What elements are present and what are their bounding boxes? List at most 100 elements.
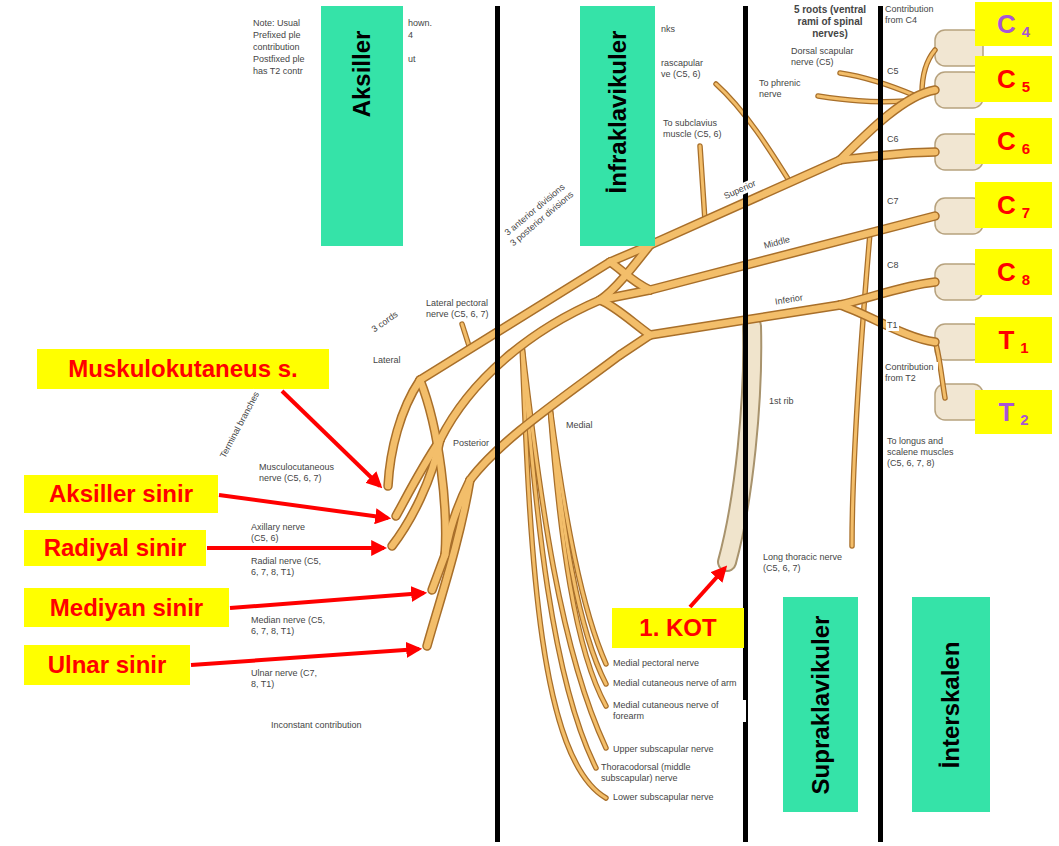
- anatomy-label: ut: [407, 54, 417, 65]
- first-rib: [727, 326, 752, 562]
- anatomy-label: To phrenic nerve: [758, 78, 810, 100]
- pointer-arrow: [219, 495, 388, 518]
- anatomy-label: hown.: [407, 18, 433, 29]
- region-band: Aksiller: [321, 6, 403, 246]
- anatomy-label: Posterior: [452, 438, 490, 449]
- nerve-label-box: Ulnar sinir: [24, 645, 190, 685]
- root-level-box: T1: [975, 317, 1052, 363]
- anatomy-label: Long thoracic nerve (C5, 6, 7): [762, 552, 854, 574]
- node-text: İnterskalen: [937, 641, 965, 768]
- node-text: T: [998, 325, 1014, 356]
- divider-line: [878, 6, 883, 842]
- root-number: 4: [1022, 23, 1030, 40]
- root-level-box: C7: [975, 182, 1052, 228]
- anatomy-label: Axillary nerve (C5, 6): [250, 522, 322, 544]
- node-text: 1. KOT: [639, 614, 716, 642]
- anatomy-label: rascapular: [660, 58, 704, 69]
- anatomy-label: Median nerve (C5, 6, 7, 8, T1): [250, 615, 327, 637]
- node-text: Mediyan sinir: [50, 594, 203, 622]
- node-text: C: [997, 126, 1016, 157]
- nerve-label-box: Mediyan sinir: [24, 588, 229, 627]
- root-number: 6: [1022, 140, 1030, 157]
- pointer-arrow: [191, 649, 419, 665]
- anatomy-label: Contribution from T2: [884, 362, 938, 384]
- nerve-outline: [388, 90, 935, 646]
- node-text: C: [997, 64, 1016, 95]
- anatomy-label: Medial cutaneous nerve of forearm: [612, 700, 746, 722]
- anatomy-label: contribution: [252, 42, 301, 53]
- anatomy-label: C6: [886, 134, 900, 145]
- pointer-arrows: [191, 391, 725, 665]
- anatomy-label: Contribution from C4: [884, 4, 938, 26]
- root-level-box: C6: [975, 118, 1052, 164]
- node-text: Aksiller sinir: [49, 480, 193, 508]
- root-number: 2: [1020, 411, 1028, 428]
- pointer-arrow: [207, 546, 384, 550]
- anatomy-label: Lower subscapular nerve: [612, 792, 715, 803]
- anatomy-label: nks: [660, 24, 676, 35]
- anatomy-label: C5: [886, 66, 900, 77]
- pointer-arrow: [690, 568, 725, 607]
- anatomy-label: Medial: [565, 420, 594, 431]
- anatomy-label: Dorsal scapular nerve (C5): [790, 46, 864, 68]
- anatomy-label: Medial cutaneous nerve of arm: [612, 678, 738, 689]
- root-level-box: C4: [975, 2, 1052, 46]
- anatomy-label: Medial pectoral nerve: [612, 658, 700, 669]
- node-text: Muskulokutaneus s.: [68, 355, 297, 383]
- anatomy-label: Inferior: [773, 292, 804, 308]
- root-number: 8: [1022, 271, 1030, 288]
- node-text: C: [997, 190, 1016, 221]
- anatomy-label: 3 cords: [369, 308, 401, 335]
- root-number: 5: [1022, 78, 1030, 95]
- anatomy-label: Terminal branches: [217, 389, 262, 461]
- first-rib: [727, 326, 752, 562]
- anatomy-label: has T2 contr: [252, 66, 304, 77]
- nerve-label-box: Muskulokutaneus s.: [37, 349, 329, 389]
- anatomy-label: Inconstant contribution: [270, 720, 363, 731]
- node-text: Supraklavikuler: [807, 615, 835, 794]
- anatomy-label: Upper subscapular nerve: [612, 744, 715, 755]
- nerve-label-box: Radiyal sinir: [24, 530, 206, 566]
- node-text: Ulnar sinir: [48, 651, 167, 679]
- anatomy-label: 5 roots (ventral rami of spinal nerves): [784, 4, 876, 40]
- node-text: C: [997, 257, 1016, 288]
- anatomy-label: Lateral pectoral nerve (C5, 6, 7): [425, 298, 493, 320]
- anatomy-label: Ulnar nerve (C7, 8, T1): [250, 668, 327, 690]
- root-level-box: C8: [975, 249, 1052, 295]
- landmark-box: 1. KOT: [612, 608, 744, 648]
- anatomy-label: To subclavius muscle (C5, 6): [662, 118, 730, 140]
- anatomy-label: C7: [886, 196, 900, 207]
- anatomy-label: T1: [886, 320, 899, 331]
- nerve-fill: [388, 90, 935, 646]
- anatomy-label: Postfixed ple: [252, 54, 306, 65]
- nerve-label-box: Aksiller sinir: [24, 475, 218, 513]
- pointer-arrow: [230, 593, 424, 608]
- root-level-box: T2: [975, 390, 1052, 434]
- node-text: Radiyal sinir: [44, 534, 187, 562]
- anatomy-label: 1st rib: [768, 396, 795, 407]
- anatomy-label: Lateral: [372, 355, 402, 366]
- anatomy-label: Note: Usual: [252, 18, 301, 29]
- node-text: Aksiller: [348, 30, 376, 117]
- anatomy-label: Radial nerve (C5, 6, 7, 8, T1): [250, 556, 327, 578]
- node-text: İnfraklavikuler: [604, 30, 632, 193]
- root-number: 1: [1020, 339, 1028, 356]
- anatomy-label: Middle: [762, 234, 792, 252]
- divider-line: [495, 6, 500, 842]
- root-number: 7: [1022, 204, 1030, 221]
- anatomy-label: Musculocutaneous nerve (C5, 6, 7): [258, 462, 342, 484]
- region-divider-lines: [495, 6, 883, 842]
- region-band: İnterskalen: [912, 597, 990, 812]
- root-level-box: C5: [975, 56, 1052, 102]
- node-text: T: [998, 397, 1014, 428]
- region-band: İnfraklavikuler: [580, 6, 655, 246]
- anatomy-label: Thoracodorsal (middle subscapular) nerve: [600, 762, 742, 784]
- region-band: Supraklavikuler: [783, 597, 858, 812]
- anatomy-label: 4: [407, 30, 414, 41]
- anatomy-label: To longus and scalene muscles (C5, 6, 7,…: [886, 436, 974, 469]
- anatomy-label: ve (C5, 6): [660, 69, 702, 80]
- anatomy-label: C8: [886, 260, 900, 271]
- anatomy-label: Prefixed ple: [252, 30, 302, 41]
